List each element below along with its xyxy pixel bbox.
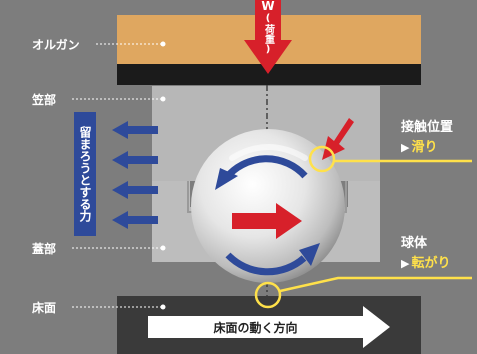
contact-position-label: 接触位置 xyxy=(401,120,454,135)
futabu-leader-dot xyxy=(160,245,166,251)
slip-row: ▶滑り xyxy=(401,136,437,155)
sphere-highlight xyxy=(229,144,308,161)
left-arrow-2 xyxy=(112,151,158,169)
rotation-arrow-top xyxy=(223,155,308,181)
rolling-row: ▶転がり xyxy=(401,252,450,271)
floor-motion-label: 床面の動く方向 xyxy=(213,321,298,335)
left-arrow-3 xyxy=(112,181,158,199)
load-label-w: W xyxy=(261,0,275,13)
slip-label: 滑り xyxy=(411,140,438,155)
organ-leader-dot xyxy=(160,41,166,47)
sphere-label: 球体 xyxy=(401,236,428,251)
load-arrow xyxy=(244,0,292,74)
contact-marker-roll xyxy=(254,281,282,309)
left-arrow-4 xyxy=(112,211,158,229)
organ-base-band xyxy=(117,64,421,85)
rolling-label: 転がり xyxy=(411,256,451,271)
rotation-arrowhead-bottom xyxy=(299,243,320,266)
triangle-right-icon: ▶ xyxy=(401,141,410,154)
contact-marker-slip xyxy=(308,145,336,173)
floor-motion-arrow xyxy=(148,306,390,348)
futabu-label: 蓋部 xyxy=(32,242,57,256)
rotation-arrowhead-top xyxy=(215,168,238,190)
organ-label: オルガン xyxy=(32,38,80,52)
sphere xyxy=(191,129,345,283)
triangle-right-icon: ▶ xyxy=(401,257,410,270)
stop-force-box: 留まろうとする力 xyxy=(74,112,96,236)
left-arrow-1 xyxy=(112,121,158,139)
yukamen-leader-dot xyxy=(160,304,166,310)
kasabu-leader-dot xyxy=(160,96,166,102)
kasabu-label: 笠部 xyxy=(32,93,57,107)
load-label: W (荷重) xyxy=(256,0,280,55)
rotation-arrow-bottom xyxy=(225,252,307,276)
stop-force-label: 留まろうとする力 xyxy=(78,126,92,222)
load-label-sub: (荷重) xyxy=(262,13,274,55)
yukamen-label: 床面 xyxy=(32,301,57,315)
sphere-motion-arrow xyxy=(232,203,302,239)
roll-leader xyxy=(279,276,472,293)
